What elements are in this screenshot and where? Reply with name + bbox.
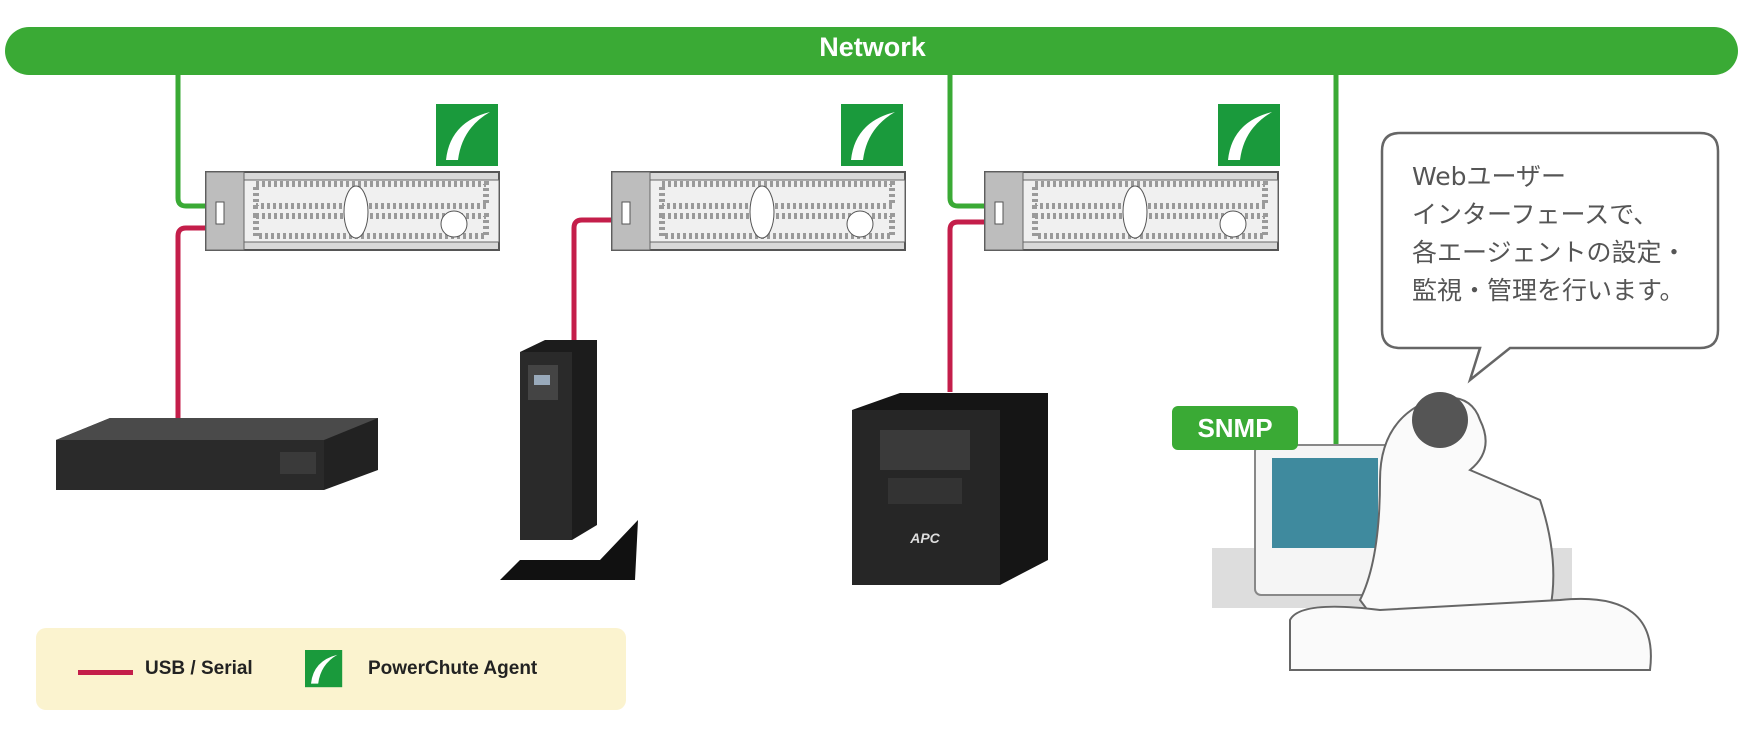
powerchute-agent-icon [841,104,903,166]
legend-usb-label: USB / Serial [145,658,253,679]
bubble-line: 監視・管理を行います。 [1412,276,1685,305]
network-link-server-3 [947,75,985,209]
bubble-text: Webユーザー インターフェースで、 各エージェントの設定・ 監視・管理を行いま… [1412,158,1712,310]
powerchute-agent-icon [1218,104,1280,166]
ups-rack [56,418,378,490]
legend [36,628,626,710]
snmp-badge: SNMP [1172,406,1298,450]
server-1 [206,172,499,250]
ups-tower [500,340,638,580]
network-label: Network [819,32,926,62]
server-3 [985,172,1278,250]
usb-link-1 [175,225,206,420]
network-bus [5,27,1738,75]
bubble-line: 各エージェントの設定・ [1412,238,1687,267]
ups-tower-apc: APC [852,393,1048,585]
powerchute-agent-icon [436,104,498,166]
usb-link-3 [947,219,985,392]
operator-workstation [1212,392,1652,671]
usb-link-2 [571,217,612,345]
apc-logo: APC [909,530,940,546]
speech-bubble [1380,131,1720,384]
bubble-line: インターフェースで、 [1412,200,1659,229]
legend-agent-label: PowerChute Agent [368,658,538,679]
server-2 [612,172,905,250]
legend-usb-swatch [78,670,133,675]
network-link-server-1 [175,75,206,209]
bubble-line: Webユーザー [1412,162,1567,191]
